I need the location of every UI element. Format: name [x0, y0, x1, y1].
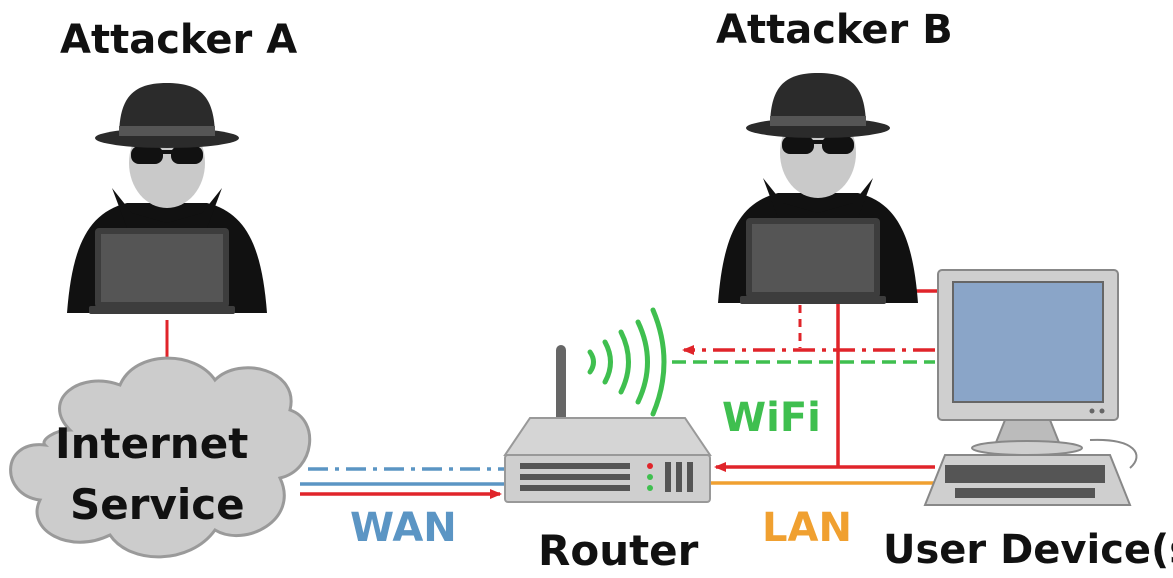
- lan-label: LAN: [762, 505, 852, 551]
- router-label: Router: [538, 526, 699, 575]
- user-devices-label: User Device(s): [883, 527, 1173, 573]
- wifi-label: WiFi: [722, 395, 821, 441]
- wan-label: WAN: [350, 505, 457, 551]
- internet-service-label-line1: Internet: [55, 419, 249, 468]
- attacker-a-label: Attacker A: [60, 17, 298, 63]
- attacker-b-icon: [718, 73, 918, 304]
- attacker-b-label: Attacker B: [716, 7, 953, 53]
- router-icon: [503, 345, 712, 503]
- wifi-signal-icon: [587, 307, 667, 417]
- desktop-computer-icon: [923, 269, 1138, 506]
- internet-service-label-line2: Service: [70, 480, 245, 529]
- cloud-icon: [9, 356, 312, 559]
- attacker-a-icon: [67, 83, 267, 314]
